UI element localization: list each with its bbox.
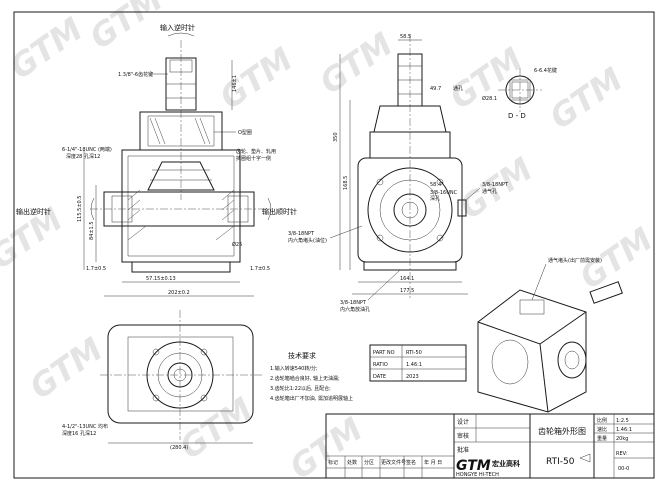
side-top-width: 58.5 <box>400 34 411 40</box>
approve-label: 批准 <box>457 446 469 454</box>
dim-center: 57.15±0.13 <box>146 276 176 282</box>
rev-col: 分区 <box>364 459 374 466</box>
tech-req-item: 2.齿轮箱啮合良好, 轴上无油漏; <box>270 375 340 382</box>
input-rotation-label: 输入逆时针 <box>160 23 195 32</box>
title-block: 标记 处数 分区 更改文件号 签名 年 月 日 设计 审核 批准 GTM 宏业高… <box>325 413 655 479</box>
shim-note: 齿轮、垫片、轧用 <box>236 148 276 155</box>
projection-symbol <box>579 453 591 463</box>
port-note: 内六角堵头(油位) <box>288 237 327 244</box>
output-left-rotation-label: 输出逆时针 <box>16 207 51 216</box>
dim-left: 1.7±0.5 <box>86 266 106 272</box>
tech-req-title: 技术要求 <box>288 351 316 360</box>
side-shaft-label: 通孔 <box>453 85 463 92</box>
tech-req-item: 1.输入转速540转/分; <box>270 365 318 372</box>
spline-bottom-note: 6-1/4"-18UNC (两端) <box>62 146 112 153</box>
nameplate-label: DATE <box>373 374 386 380</box>
side-bottom-1: 164.1 <box>400 276 414 282</box>
spline-bottom-note: 深度28 孔深12 <box>66 153 100 160</box>
bolt-note: 4-1/2"-13UNC 均布 <box>62 423 108 430</box>
nameplate-label: PART NO <box>373 350 395 356</box>
design-label: 设计 <box>457 418 469 426</box>
dim-h1: 115.5±0.5 <box>77 196 83 222</box>
tech-req-item: 3.齿轮比1:22以后, 且配合; <box>270 385 331 392</box>
section-spline: 6-6.4花键 <box>534 67 557 74</box>
weight-label: 重量 <box>597 435 607 442</box>
rev-col: 更改文件号 <box>381 459 406 466</box>
watermark: GTM <box>83 0 170 57</box>
model-number: RTI-50 <box>546 457 575 467</box>
company-name-en: HONGYE HI-TECH <box>456 472 499 478</box>
scale-value: 1:2.5 <box>616 418 629 424</box>
output-right-rotation-label: 输出顺时针 <box>262 207 297 216</box>
dim-h3: 146±1 <box>232 75 238 92</box>
drawing-name: 齿轮箱外形图 <box>538 426 586 436</box>
nameplate: PART NO RTI-50 RATIO 1.46:1 DATE 2023 <box>369 344 467 382</box>
tech-req-item: 4.齿轮箱出厂不加油, 需加追明展轴上 <box>270 395 353 402</box>
scale-label: 比例 <box>597 417 607 424</box>
front-section-view: 输入逆时针 输出逆时针 输出顺时针 1.3/8"-6齿花键 O型圈 齿轮、垫片、… <box>16 23 297 297</box>
weight-value: 20kg <box>616 436 628 442</box>
bottom-dim: (280.4) <box>170 445 188 451</box>
breather-note: 3/8-18NPT <box>482 182 509 188</box>
port-note: 内六角放油孔 <box>340 306 370 313</box>
dim-total: 202±0.2 <box>168 290 190 296</box>
iso-note: 通气堵头(出厂前需安装) <box>548 257 602 264</box>
tech-requirements: 技术要求 1.输入转速540转/分; 2.齿轮箱啮合良好, 轴上无油漏; 3.齿… <box>270 351 353 402</box>
nameplate-label: RATIO <box>373 362 388 368</box>
watermark: GTM <box>443 40 530 117</box>
ratio-label: 速比 <box>597 426 607 433</box>
side-angle: 58.4° <box>430 182 444 188</box>
bottom-view: 4-1/2"-13UNC 均布 深度16 孔深12 (280.4) <box>62 310 262 451</box>
bolt-note: 深度16 孔深12 <box>62 430 96 437</box>
side-left-height: 168.5 <box>343 176 349 190</box>
isometric-view: 通气堵头(出厂前需安装) <box>477 257 623 413</box>
rev-col: 标记 <box>328 459 338 466</box>
side-bolt: 3/8-16UNC <box>430 190 458 196</box>
rev-label: REV: <box>616 451 628 457</box>
section-d-d: 6-6.4花键 Ø28.1 D - D <box>482 67 557 120</box>
rev-col: 年 月 日 <box>424 459 442 466</box>
side-shaft-dim: 49.7 <box>430 86 441 92</box>
side-view: 58.5 49.7 通孔 350 168.5 164.1 177.5 58.4°… <box>288 34 509 313</box>
port-note: 3/8-18NPT <box>340 300 367 306</box>
nameplate-value: 2023 <box>406 374 419 380</box>
dim-h2: 84±1.5 <box>89 221 95 240</box>
port-note: 3/8-18NPT <box>288 231 315 237</box>
side-bolt: 深孔 <box>430 195 440 202</box>
rev-col: 处数 <box>347 459 357 466</box>
shim-note: 挡圈组十字一侧 <box>236 155 271 162</box>
company-logo: GTM <box>456 458 491 474</box>
watermark: GTM <box>313 25 400 102</box>
watermark: GTM <box>173 390 260 467</box>
spline-note: 1.3/8"-6齿花键 <box>118 71 153 78</box>
side-bottom-2: 177.5 <box>400 288 414 294</box>
side-height: 350 <box>333 132 339 142</box>
ratio-value: 1.46:1 <box>616 427 632 433</box>
review-label: 审核 <box>457 432 469 440</box>
section-dia: Ø28.1 <box>482 95 497 102</box>
watermark: GTM <box>23 330 110 407</box>
watermark: GTM <box>213 40 300 117</box>
dim-right: 1.7±0.5 <box>250 266 270 272</box>
nameplate-value: RTI-50 <box>406 350 422 356</box>
watermark: GTM <box>3 10 90 87</box>
seal-note: O型圈 <box>238 129 252 136</box>
nameplate-value: 1.46:1 <box>406 362 422 368</box>
rev-col: 签名 <box>406 459 416 466</box>
breather-note: 通气孔 <box>482 188 497 195</box>
rev-value: 00-0 <box>618 466 629 472</box>
dim-bore: Ø25 <box>232 241 242 248</box>
company-name-cn: 宏业高科 <box>492 459 520 468</box>
section-title: D - D <box>508 112 526 120</box>
